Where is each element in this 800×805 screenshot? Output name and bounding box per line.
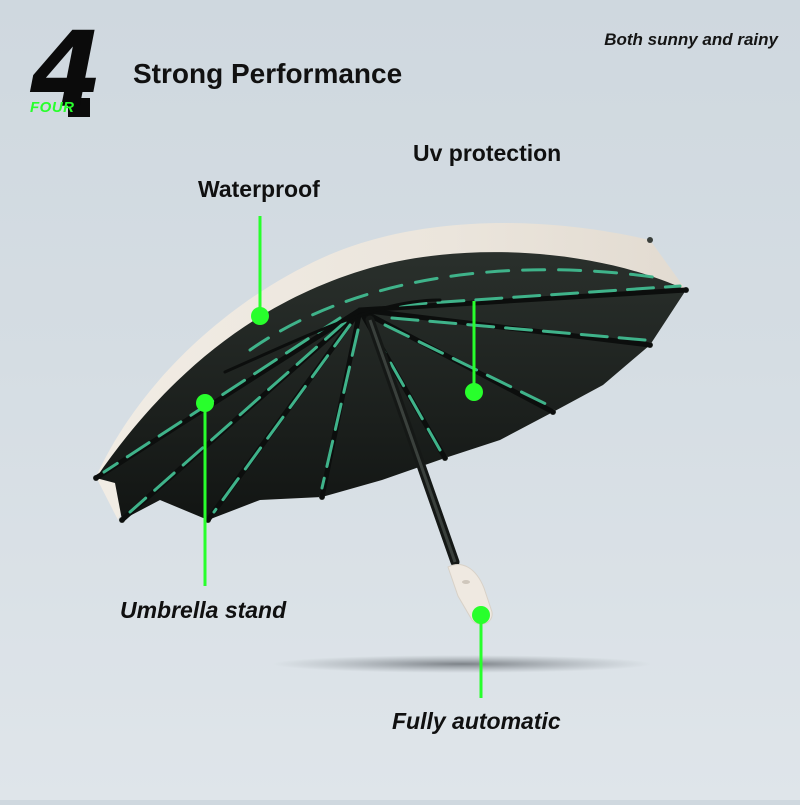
tagline: Both sunny and rainy [604, 30, 778, 49]
callout-dot-waterproof [251, 307, 269, 325]
badge-number: 4 [30, 9, 102, 131]
callout-dot-uv [465, 383, 483, 401]
label-waterproof: Waterproof [198, 176, 320, 202]
badge-word: FOUR [30, 99, 75, 116]
badge-word-box [68, 98, 90, 117]
ground-shadow [272, 655, 652, 673]
callout-dot-auto [472, 606, 490, 624]
headline: Strong Performance [133, 58, 403, 89]
callout-lines [203, 216, 483, 698]
canopy-ribs [93, 268, 689, 523]
label-uv-protection: Uv protection [413, 140, 562, 166]
callout-dot-stand [196, 394, 214, 412]
label-fully-automatic: Fully automatic [392, 708, 561, 734]
callout-dots [196, 307, 490, 624]
label-umbrella-stand: Umbrella stand [120, 597, 287, 623]
